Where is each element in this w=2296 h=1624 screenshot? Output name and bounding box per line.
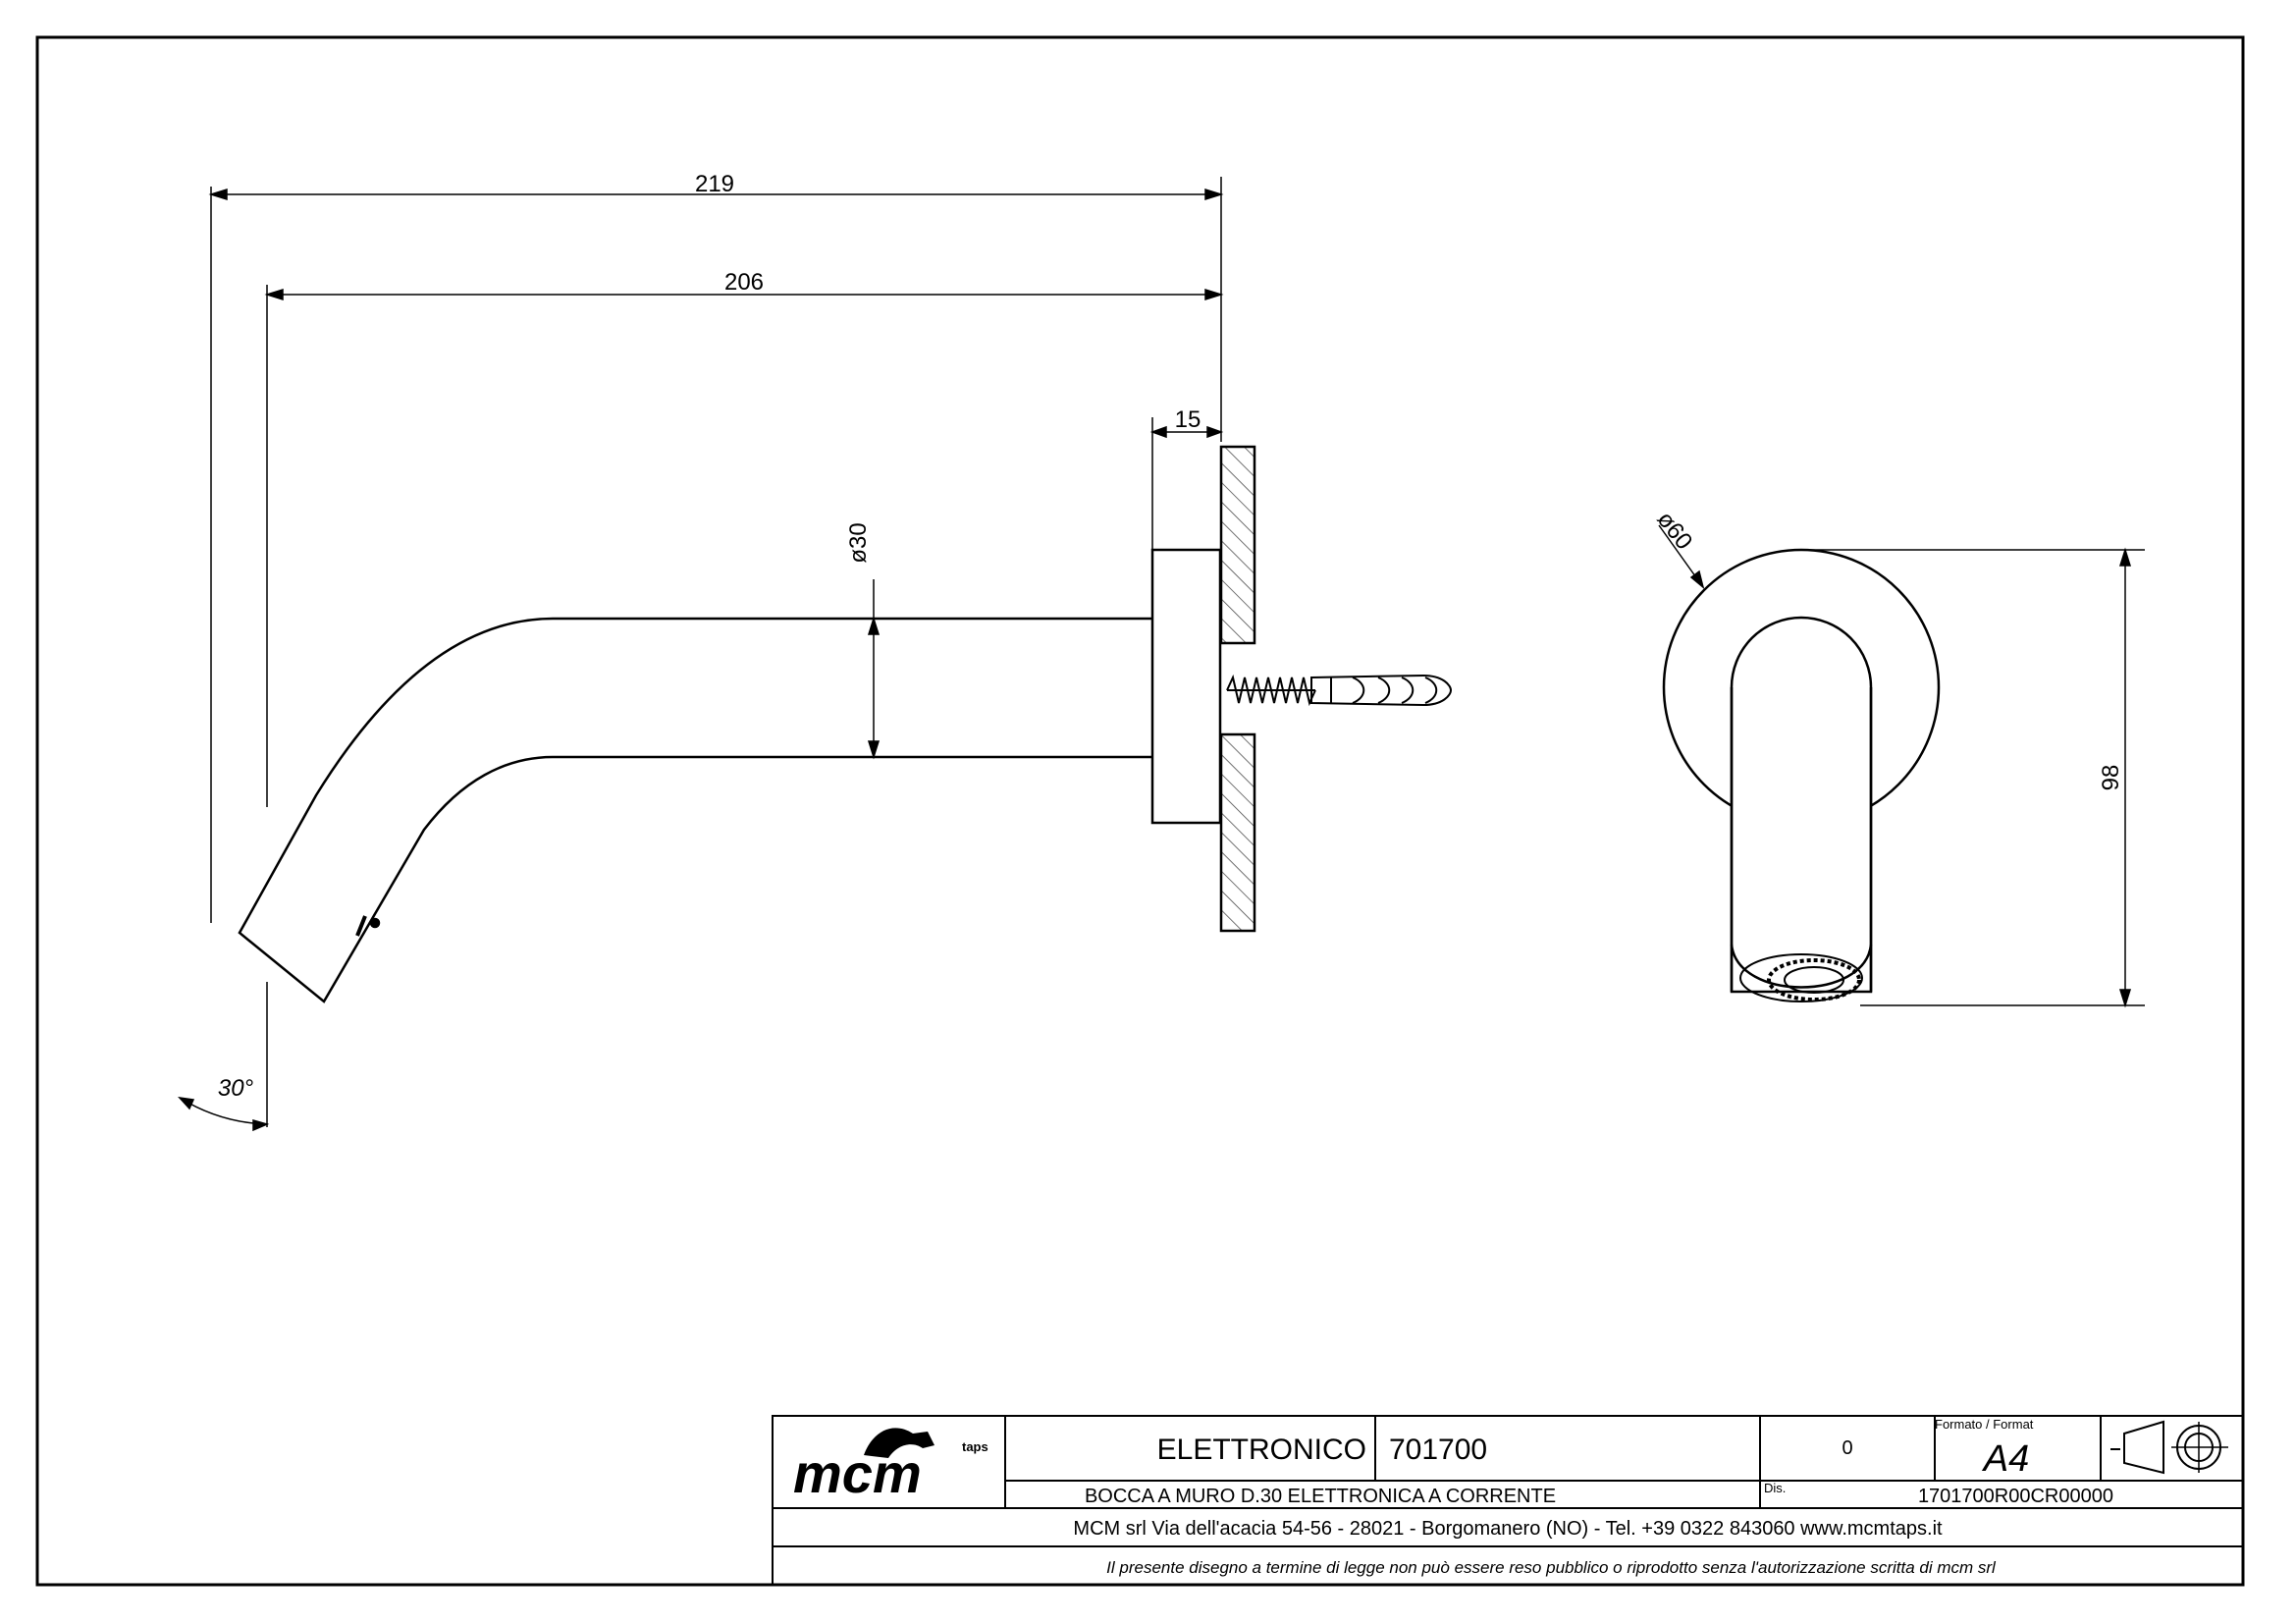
dim-angle-30: 30° bbox=[218, 1075, 254, 1102]
sheet-border bbox=[35, 35, 2245, 1587]
aerator-mark bbox=[355, 915, 367, 937]
side-view bbox=[238, 445, 1256, 1003]
revision: 0 bbox=[1842, 1437, 1852, 1459]
logo-mark: mcm bbox=[793, 1442, 922, 1504]
spout-body-front bbox=[1730, 616, 1873, 994]
description: BOCCA A MURO D.30 ELETTRONICA A CORRENTE bbox=[1085, 1486, 1556, 1507]
side-view-dimensions bbox=[178, 177, 1224, 1132]
flange bbox=[1150, 548, 1222, 825]
front-view bbox=[1662, 548, 1941, 1002]
company-line: MCM srl Via dell'acacia 54-56 - 28021 - … bbox=[1073, 1518, 1943, 1540]
dim-206: 206 bbox=[724, 269, 764, 296]
spout-outline bbox=[238, 617, 1148, 1003]
aerator-ring-outer bbox=[1739, 953, 1863, 1002]
product-code: 701700 bbox=[1389, 1434, 1487, 1466]
wall-lower bbox=[1219, 732, 1256, 933]
legal-notice: Il presente disegno a termine di legge n… bbox=[1106, 1558, 1997, 1577]
projection-symbol bbox=[2110, 1420, 2228, 1475]
wall-upper bbox=[1219, 445, 1256, 645]
format-value: A4 bbox=[1982, 1438, 2029, 1480]
wall-plug bbox=[1310, 674, 1453, 707]
dim-219: 219 bbox=[695, 171, 734, 197]
screw-and-dowel bbox=[1226, 674, 1453, 707]
dis-label: Dis. bbox=[1764, 1481, 1786, 1495]
mcm-logo: mcm taps bbox=[793, 1428, 988, 1504]
front-view-dimensions bbox=[1658, 524, 2145, 1008]
dim-98: 98 bbox=[2098, 765, 2124, 791]
aerator-front bbox=[1730, 944, 1873, 989]
dim-diameter-30: ø30 bbox=[845, 522, 872, 563]
format-label: Formato / Format bbox=[1935, 1417, 2034, 1432]
product-line: ELETTRONICO bbox=[1157, 1434, 1366, 1466]
aerator-ring bbox=[1767, 958, 1861, 1001]
aerator-dot bbox=[369, 917, 381, 929]
drawing-number: 1701700R00CR00000 bbox=[1918, 1486, 2113, 1507]
dim-15: 15 bbox=[1175, 406, 1201, 433]
title-block bbox=[772, 1415, 2244, 1586]
dim-diameter-60: ø60 bbox=[1652, 507, 1698, 555]
logo-taps: taps bbox=[962, 1439, 988, 1454]
aerator-core bbox=[1784, 966, 1844, 994]
logo-tap-graphic bbox=[864, 1428, 934, 1458]
